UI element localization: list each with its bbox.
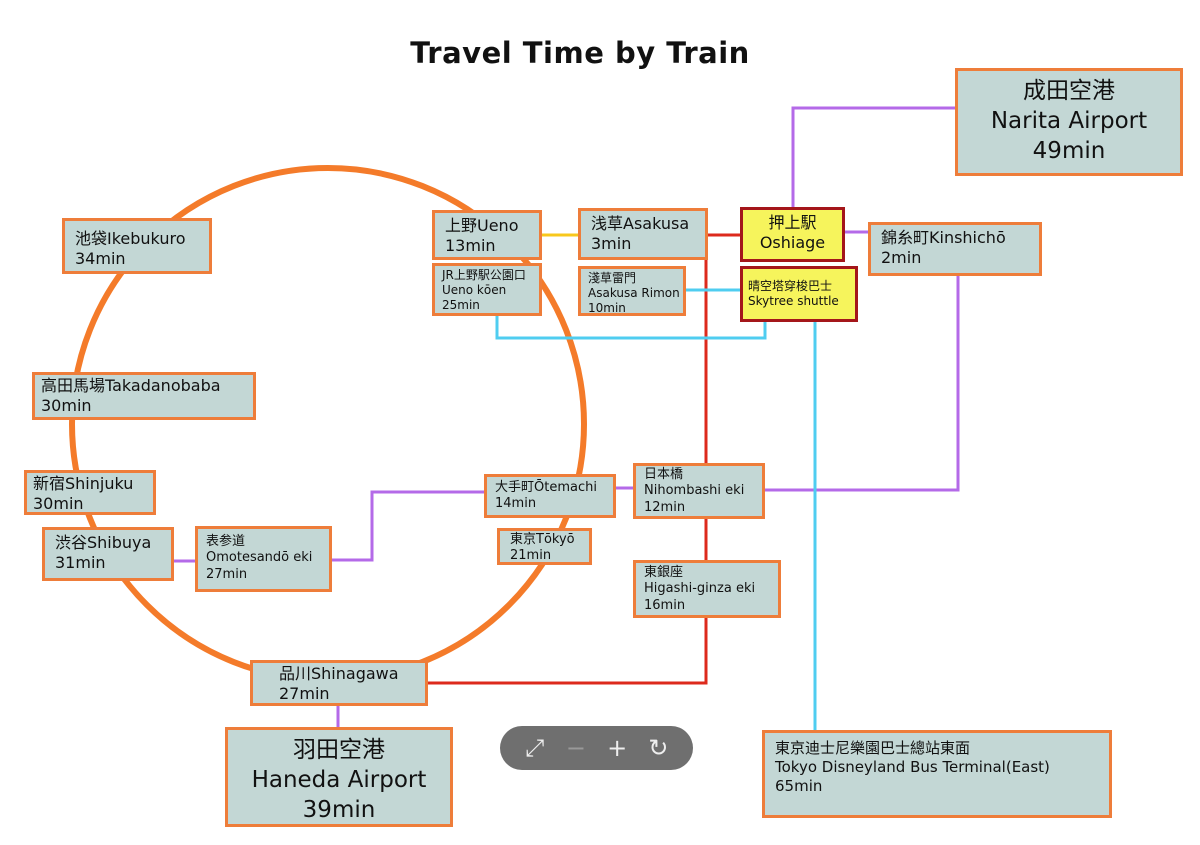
line-otemachi-omotesando xyxy=(332,490,484,562)
line-asakusa-shinagawa xyxy=(428,260,708,685)
line-kinshicho-nihombashi xyxy=(765,276,960,492)
page-title: Travel Time by Train xyxy=(410,36,750,70)
line-uenokoen-shuttle xyxy=(495,315,767,340)
zoom-in-icon[interactable]: + xyxy=(607,734,628,762)
rotate-90-icon[interactable]: ↻ xyxy=(648,734,669,762)
fit-screen-icon[interactable]: ⤢ xyxy=(525,734,545,762)
image-viewer-toolbar: ⤢ − + ↻ xyxy=(500,726,693,770)
zoom-out-icon[interactable]: − xyxy=(565,734,586,762)
line-oshiage-narita xyxy=(791,106,955,207)
